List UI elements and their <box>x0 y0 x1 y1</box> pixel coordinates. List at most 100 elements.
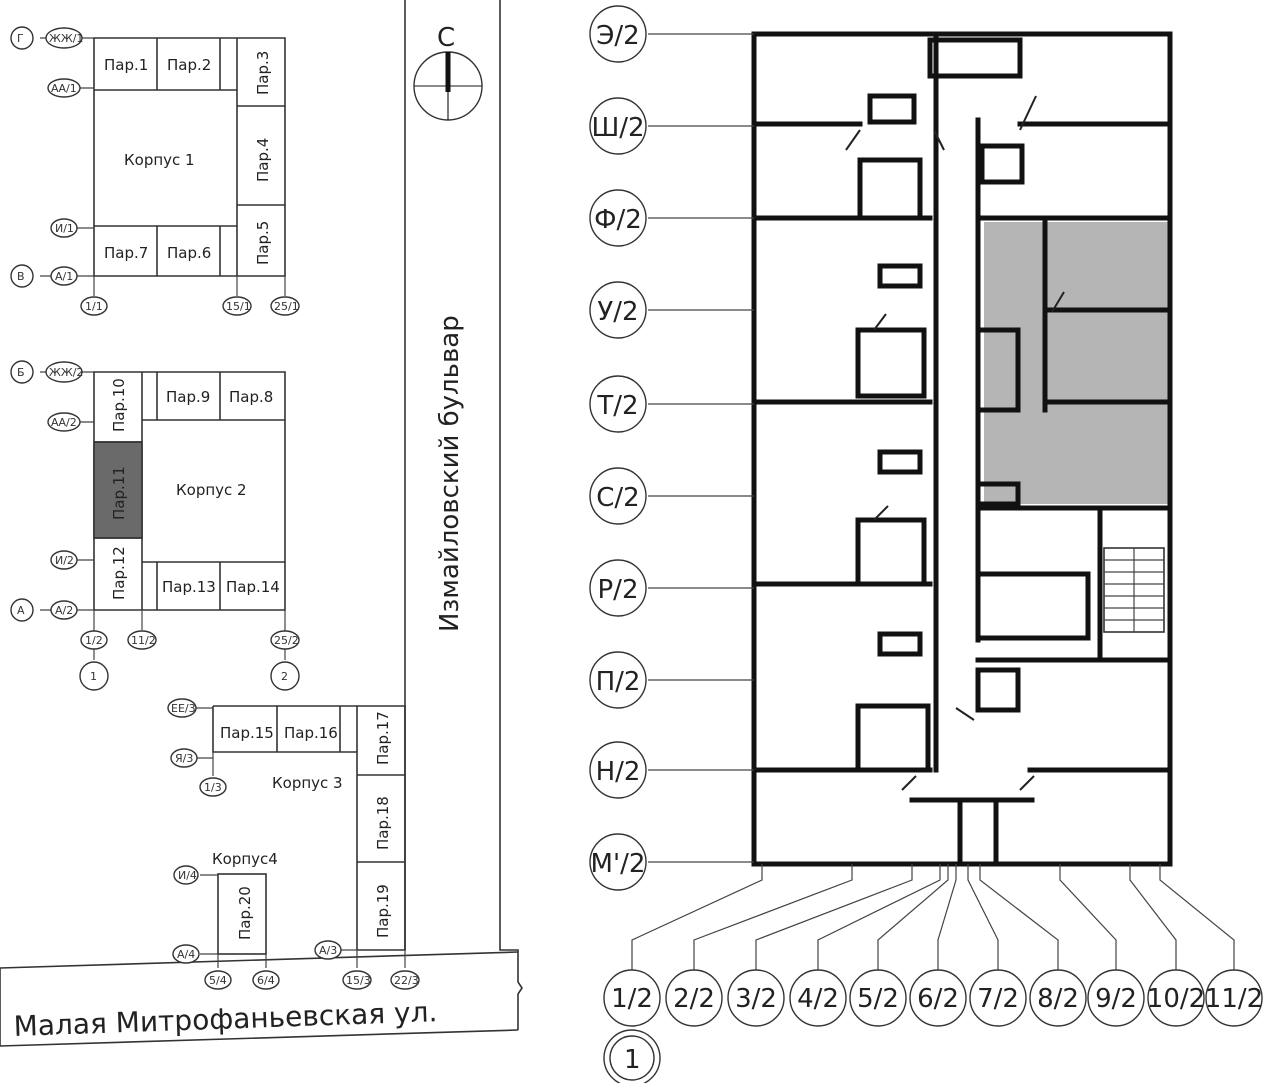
column-axis-label: 8/2 <box>1037 984 1079 1014</box>
row-axis-label: П/2 <box>596 667 641 697</box>
row-axis-label: У/2 <box>597 297 638 327</box>
column-axis-bubble <box>789 969 847 1027</box>
grid-mark: 25/2 <box>274 634 299 647</box>
building-label: Корпус 3 <box>272 774 343 792</box>
grid-mark: 25/1 <box>274 300 299 313</box>
grid-mark: 1 <box>90 670 97 683</box>
row-axis-label: Н/2 <box>596 757 641 787</box>
row-axis-label: Т/2 <box>596 391 638 421</box>
grid-mark: АА/1 <box>51 82 77 95</box>
korpus-4-block: Пар.20 Корпус4 <box>212 850 278 955</box>
column-axis-label: 1/2 <box>611 984 653 1014</box>
row-axes: Э/2Ш/2Ф/2У/2Т/2С/2Р/2П/2Н/2М'/2 <box>589 5 754 891</box>
row-axis-label: Ш/2 <box>591 113 644 143</box>
row-axis-label: Р/2 <box>598 575 639 605</box>
grid-mark: А/3 <box>319 944 337 957</box>
site-plan: Пар.1 Пар.2 Пар.3 Пар.4 Пар.5 Пар.7 Пар.… <box>0 0 523 1047</box>
section-label: Пар.3 <box>254 51 272 95</box>
grid-mark: 15/1 <box>226 300 251 313</box>
grid-mark: 1/2 <box>85 634 103 647</box>
column-axis-label: 11/2 <box>1205 984 1263 1014</box>
grid-mark: ЖЖ/2 <box>49 366 83 379</box>
column-axis-label: 6/2 <box>917 984 959 1014</box>
column-axis-bubble <box>665 969 723 1027</box>
grid-mark: И/2 <box>55 554 74 567</box>
section-label: Пар.6 <box>167 244 211 262</box>
row-axis-bubble <box>589 833 647 891</box>
column-axis-label: 5/2 <box>857 984 899 1014</box>
grid-mark: И/1 <box>55 222 74 235</box>
row-axis-label: Э/2 <box>596 21 639 51</box>
grid-mark: А <box>17 604 25 617</box>
stairs-icon <box>1103 547 1165 633</box>
grid-mark: А/4 <box>177 948 195 961</box>
section-label: Пар.10 <box>110 378 128 432</box>
grid-mark: 1/3 <box>204 781 222 794</box>
grid-mark: Б <box>17 366 25 379</box>
section-label: Пар.18 <box>374 796 392 850</box>
column-axis-label: 9/2 <box>1095 984 1137 1014</box>
grid-mark: 2 <box>281 670 288 683</box>
section-label: Пар.5 <box>254 221 272 265</box>
building-label: Корпус4 <box>212 850 278 868</box>
row-axis-bubble <box>589 559 647 617</box>
grid-mark: ЖЖ/1 <box>49 32 83 45</box>
street-label: Малая Митрофаньевская ул. <box>13 995 438 1043</box>
boulevard: С Измайловский бульвар <box>404 0 523 1030</box>
section-label: Пар.19 <box>374 884 392 938</box>
column-axis-bubble <box>1205 969 1263 1027</box>
column-axis-bubble <box>969 969 1027 1027</box>
section-label: Пар.1 <box>104 56 148 74</box>
grid-mark: И/4 <box>178 869 197 882</box>
row-axis-bubble <box>589 97 647 155</box>
column-axis-bubble <box>1087 969 1145 1027</box>
section-label: Пар.13 <box>162 578 216 596</box>
section-label: Пар.4 <box>254 138 272 182</box>
row-axis-bubble <box>589 467 647 525</box>
column-axis-bubble <box>1147 969 1205 1027</box>
grid-mark: 6/4 <box>257 974 275 987</box>
grid-mark: ЕЕ/3 <box>171 702 196 715</box>
grid-mark: 15/3 <box>346 974 371 987</box>
column-axis-label: 10/2 <box>1147 984 1205 1014</box>
grid-mark: А/1 <box>55 270 73 283</box>
row-axis-bubble <box>589 375 647 433</box>
section-label: Пар.7 <box>104 244 148 262</box>
section-label: Пар.11 <box>110 466 128 520</box>
column-axis-label: 3/2 <box>735 984 777 1014</box>
section-number: 1 <box>624 1045 641 1075</box>
boulevard-label: Измайловский бульвар <box>435 315 465 632</box>
column-axis-bubble <box>603 969 661 1027</box>
row-axis-label: С/2 <box>596 483 639 513</box>
korpus-1-block: Пар.1 Пар.2 Пар.3 Пар.4 Пар.5 Пар.7 Пар.… <box>93 37 286 277</box>
column-axis-label: 2/2 <box>673 984 715 1014</box>
highlighted-apartment <box>984 222 1168 504</box>
row-axis-bubble <box>589 281 647 339</box>
column-axis-bubble <box>909 969 967 1027</box>
street: Малая Митрофаньевская ул. <box>0 951 519 1047</box>
site-grid-bubbles: Г ЖЖ/1 АА/1 И/1 В А/1 1/1 15/1 25/1 Б ЖЖ… <box>10 26 420 990</box>
column-axis-bubble <box>1029 969 1087 1027</box>
section-label: Пар.14 <box>226 578 280 596</box>
section-label: Пар.8 <box>229 388 273 406</box>
row-axis-bubble <box>589 741 647 799</box>
grid-mark: В <box>17 270 25 283</box>
section-label: Пар.20 <box>236 886 254 940</box>
grid-mark: 5/4 <box>209 974 227 987</box>
column-axis-label: 4/2 <box>797 984 839 1014</box>
grid-mark: Г <box>17 32 24 45</box>
compass-letter: С <box>437 23 455 53</box>
row-axis-label: Ф/2 <box>594 205 642 235</box>
column-axis-bubble <box>727 969 785 1027</box>
grid-mark: Я/3 <box>175 752 193 765</box>
section-label: Пар.9 <box>166 388 210 406</box>
grid-mark: А/2 <box>55 604 73 617</box>
grid-mark: 11/2 <box>131 634 156 647</box>
row-axis-bubble <box>589 651 647 709</box>
grid-mark: 1/1 <box>85 300 103 313</box>
grid-mark: 22/3 <box>394 974 419 987</box>
grid-mark: АА/2 <box>51 416 77 429</box>
